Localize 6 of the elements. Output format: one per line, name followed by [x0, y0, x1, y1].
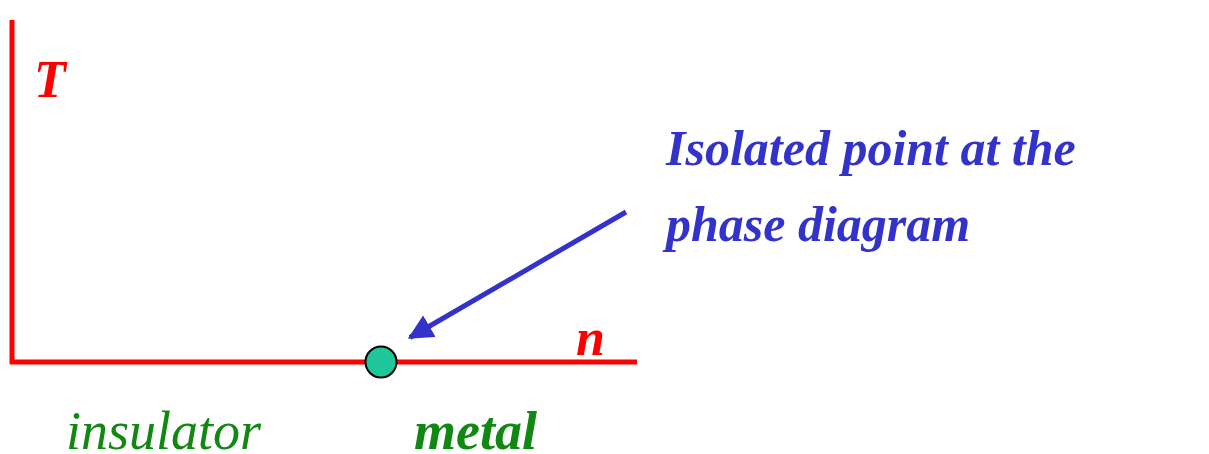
circle-marker [364, 345, 398, 379]
region-label: insulator [66, 404, 262, 454]
arrow [407, 209, 628, 340]
axis-label: n [576, 312, 605, 364]
region-label: metal [414, 404, 537, 454]
axis-label: T [34, 54, 66, 106]
